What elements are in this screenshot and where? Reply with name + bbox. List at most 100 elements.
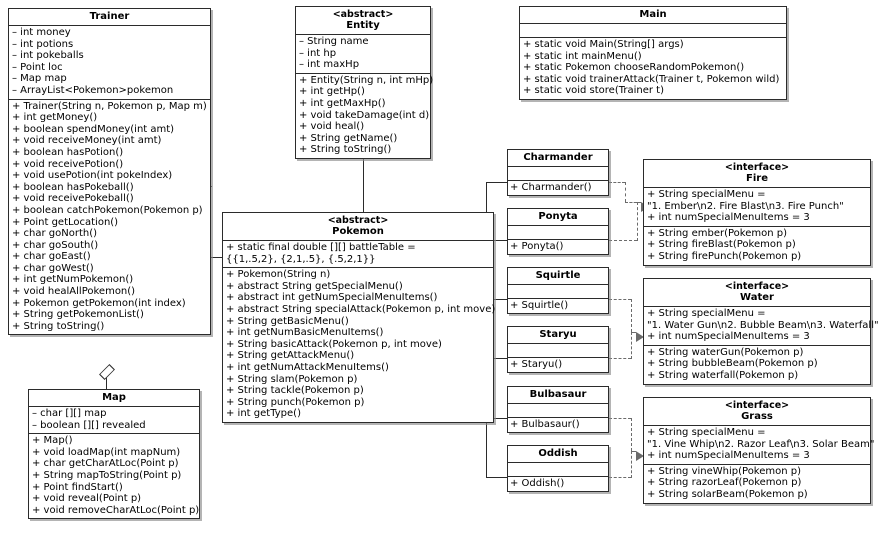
methods-oddish: + Oddish() [508,477,608,491]
attributes-oddish [508,463,608,477]
interface-name-grass: Grass [741,411,773,422]
aggregation-diamond-trainer [99,364,115,380]
member-row: "1. Water Gun\n2. Bubble Beam\n3. Waterf… [647,319,878,331]
class-box-ponyta[interactable]: Ponyta + Ponyta() [507,208,609,255]
class-name-pokemon: Pokemon [332,226,384,237]
member-row: + boolean hasPotion() [12,146,124,158]
member-row: + void heal() [299,121,365,133]
member-row: – int potions [12,38,74,50]
class-box-map[interactable]: Map – char [][] map– boolean [][] reveal… [28,389,200,520]
realization-bulbasaur-grass-h [609,418,631,419]
attributes-pokemon: + static final double [][] battleTable =… [223,241,493,269]
member-row: – Point loc [12,61,63,73]
member-row: + int getNumAttackMenuItems() [226,361,389,373]
member-row: + int getMaxHp() [299,97,386,109]
member-row: + boolean catchPokemon(Pokemon p) [12,204,203,216]
methods-entity: + Entity(String n, int mHp)+ int getHp()… [296,74,434,158]
class-box-main[interactable]: Main + static void Main(String[] args)+ … [519,6,787,100]
member-row: + abstract String getSpecialMenu() [226,280,403,292]
member-row: + void receivePokeball() [12,193,134,205]
stereotype-water: <interface> [724,281,790,292]
realization-grass-arrow-stem [631,451,636,452]
methods-bulbasaur: + Bulbasaur() [508,418,608,432]
methods-squirtle: + Squirtle() [508,299,608,313]
class-box-squirtle[interactable]: Squirtle + Squirtle() [507,267,609,314]
member-row: – int hp [299,47,337,59]
member-row: + String slam(Pokemon p) [226,373,358,385]
member-row: {{1,.5,2}, {2,1,.5}, {.5,2,1}} [226,253,376,265]
member-row: + String specialMenu = [647,427,766,438]
realization-arrow-grass [636,451,644,461]
class-box-pokemon[interactable]: <abstract> Pokemon + static final double… [222,212,496,423]
member-row: + static void Main(String[] args) [523,39,684,50]
member-row: + String getPokemonList() [12,309,144,321]
member-row: + int getNumBasicMenuItems() [226,327,384,339]
realization-water-arrow-stem [631,332,636,333]
class-name-staryu: Staryu [508,327,608,344]
member-row: – int maxHp [299,59,360,71]
class-box-entity[interactable]: <abstract> Entity – String name– int hp–… [295,6,434,159]
member-row: + String tackle(Pokemon p) [226,385,364,397]
realization-fire-arrow-stem [625,202,641,203]
methods-ponyta: + Ponyta() [508,240,608,254]
member-row: + int numSpecialMenuItems = 3 [647,450,810,462]
class-box-bulbasaur[interactable]: Bulbasaur + Bulbasaur() [507,386,609,433]
member-row: + boolean hasPokeball() [12,181,134,193]
member-row: + int getNumPokemon() [12,274,134,286]
member-row: + String waterfall(Pokemon p) [647,369,799,381]
member-row: + abstract String specialAttack(Pokemon … [226,303,496,315]
member-row: + int numSpecialMenuItems = 3 [647,331,810,343]
interface-box-water[interactable]: <interface> Water + String specialMenu =… [643,278,878,385]
class-box-oddish[interactable]: Oddish + Oddish() [507,445,609,492]
member-row: + int getType() [226,408,301,420]
member-row: + String specialMenu = [647,189,766,200]
generalization-branch-ponyta [486,240,508,241]
member-row: + char getCharAtLoc(Point p) [32,458,179,470]
attributes-squirtle [508,285,608,299]
methods-trainer: + Trainer(String n, Pokemon p, Map m)+ i… [9,100,210,335]
stereotype-fire: <interface> [724,162,790,173]
constructor-oddish: + Oddish() [510,478,565,489]
class-name-ponyta: Ponyta [508,209,608,226]
methods-water: + String waterGun(Pokemon p)+ String bub… [644,346,870,384]
class-box-trainer[interactable]: Trainer – int money– int potions– int po… [8,8,211,336]
member-row: + Entity(String n, int mHp) [299,74,434,86]
member-row: + void healAllPokemon() [12,286,136,298]
methods-pokemon: + Pokemon(String n)+ abstract String get… [223,268,496,422]
class-name-squirtle: Squirtle [508,268,608,285]
member-row: – Map map [12,73,67,85]
member-row: – String name [299,36,369,47]
methods-fire: + String ember(Pokemon p)+ String fireBl… [644,227,870,265]
realization-staryu-water-h [609,358,631,359]
realization-arrow-water [636,332,644,342]
methods-main: + static void Main(String[] args)+ stati… [520,38,786,99]
member-row: – char [][] map [32,408,107,419]
methods-charmander: + Charmander() [508,181,608,195]
member-row: + abstract int getNumSpecialMenuItems() [226,292,438,304]
attributes-map: – char [][] map– boolean [][] revealed [29,407,199,435]
realization-ponyta-fire-h [609,240,637,241]
realization-squirtle-water-v [631,299,632,332]
member-row: + String waterGun(Pokemon p) [647,346,804,358]
interface-box-grass[interactable]: <interface> Grass + String specialMenu =… [643,397,875,504]
class-name-trainer: Trainer [9,9,210,26]
class-box-staryu[interactable]: Staryu + Staryu() [507,326,609,373]
interface-box-fire[interactable]: <interface> Fire + String specialMenu ="… [643,159,871,266]
member-row: "1. Ember\n2. Fire Blast\n3. Fire Punch" [647,200,844,212]
class-name-map: Map [29,390,199,407]
constructor-charmander: + Charmander() [510,182,592,193]
member-row: – int pokeballs [12,50,84,62]
class-box-charmander[interactable]: Charmander + Charmander() [507,149,609,196]
member-row: "1. Vine Whip\n2. Razor Leaf\n3. Solar B… [647,438,875,450]
interface-header-water: <interface> Water [644,279,870,307]
association-trainer-pokemon-h [210,186,212,187]
realization-charmander-fire-v [625,182,626,202]
methods-map: + Map()+ void loadMap(int mapNum)+ char … [29,434,199,518]
generalization-branch-squirtle [486,299,508,300]
member-row: + String punch(Pokemon p) [226,396,365,408]
member-row: + String getBasicMenu() [226,315,349,327]
member-row: + Point getLocation() [12,216,119,228]
member-row: + String toString() [12,320,105,332]
member-row: + String toString() [299,144,392,156]
